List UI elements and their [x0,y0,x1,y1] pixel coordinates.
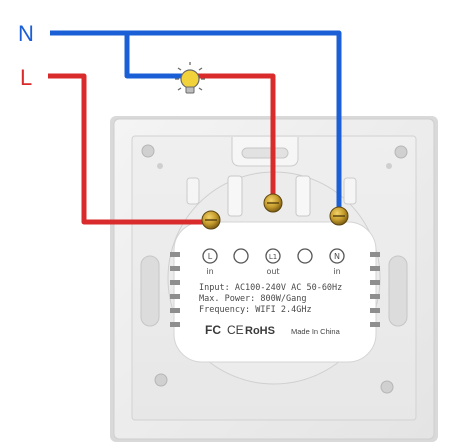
rohs-mark: RoHS [245,325,275,337]
switch-module [167,171,381,385]
terminal-screw-load-out [263,193,283,213]
made-in-label: Made In China [291,327,341,336]
terminal-code-neutral: N [334,252,340,261]
ce-mark: CE [227,323,244,337]
live-label: L [20,65,32,90]
fc-mark: FC [205,323,221,337]
mounting-hole-bottom-left [154,373,168,387]
mounting-hole-top-left [141,144,155,158]
spec-frequency: Frequency: WIFI 2.4GHz [199,305,312,315]
light-bulb-icon [175,62,205,94]
terminal-screw-neutral-in [329,206,349,226]
terminal-screw-live-in [201,210,221,230]
terminal-code-live: L [208,252,213,261]
terminal-caption-load: out [266,267,279,276]
neutral-wire [50,30,342,214]
terminal-caption-neutral: in [333,267,340,276]
mounting-hole-bottom-right [380,380,394,394]
terminal-markings: L in L1 out N in [202,248,345,276]
spec-input: Input: AC100-240V AC 50-60Hz [199,283,342,293]
terminal-caption-live: in [206,267,213,276]
spec-power: Max. Power: 800W/Gang [199,294,306,304]
mounting-hole-top-right [394,145,408,159]
neutral-label: N [18,21,34,46]
live-wire [48,73,276,225]
terminal-code-load: L1 [269,253,277,261]
